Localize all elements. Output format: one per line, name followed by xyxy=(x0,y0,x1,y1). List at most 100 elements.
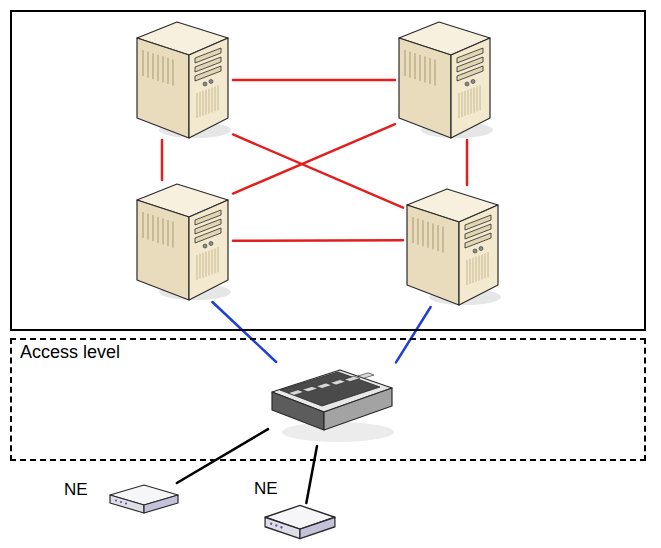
front-grill xyxy=(218,247,219,272)
device-led xyxy=(270,522,272,525)
switch-port xyxy=(344,376,360,381)
device-label: NE xyxy=(64,480,88,500)
connector-line xyxy=(161,140,164,180)
drive-bay xyxy=(457,66,483,81)
front-grill xyxy=(479,256,480,281)
server-vent xyxy=(425,56,426,82)
server-vent xyxy=(153,53,154,79)
front-grill xyxy=(470,259,471,284)
front-grill xyxy=(203,253,204,278)
server-vent xyxy=(163,56,164,82)
server-vent xyxy=(443,227,444,253)
front-grill xyxy=(459,93,460,118)
switch-port xyxy=(316,383,332,388)
server-side xyxy=(137,38,189,138)
power-button xyxy=(479,247,483,251)
server-vent xyxy=(418,219,419,245)
server-front xyxy=(189,38,228,138)
switch-panel xyxy=(280,372,380,406)
power-button xyxy=(203,82,207,86)
server-vent xyxy=(438,225,439,251)
device-side xyxy=(300,517,335,538)
connector-line xyxy=(396,307,431,362)
connector-line xyxy=(306,446,317,503)
front-grill xyxy=(474,88,475,113)
front-grill xyxy=(212,88,213,113)
server-art xyxy=(133,18,233,140)
server-vent xyxy=(148,214,149,240)
region-label: Access level xyxy=(20,342,120,363)
server-icon xyxy=(403,185,503,307)
server-vent xyxy=(158,217,159,243)
front-grill xyxy=(467,260,468,285)
server-side xyxy=(137,200,189,300)
connector-line xyxy=(177,429,268,483)
server-vent xyxy=(148,52,149,78)
server-vent xyxy=(163,218,164,244)
front-grill xyxy=(206,90,207,115)
front-grill xyxy=(203,91,204,116)
switch-icon xyxy=(268,362,396,446)
front-grill xyxy=(476,257,477,282)
server-art xyxy=(133,180,233,302)
front-grill xyxy=(477,86,478,111)
drive-bay xyxy=(465,233,491,248)
connector-line xyxy=(233,239,403,242)
server-vent xyxy=(173,60,174,86)
server-vent xyxy=(143,50,144,76)
front-grill xyxy=(468,90,469,115)
power-button xyxy=(473,249,477,253)
power-button xyxy=(471,80,475,84)
switch-port xyxy=(288,390,304,395)
device-led xyxy=(275,524,277,527)
server-vent xyxy=(158,55,159,81)
front-grill xyxy=(471,89,472,114)
server-icon xyxy=(133,180,233,302)
connector-line xyxy=(233,134,403,207)
drive-bay xyxy=(195,228,221,243)
server-vent xyxy=(433,223,434,249)
switch-port xyxy=(358,373,374,378)
server-vent xyxy=(420,55,421,81)
connector-line xyxy=(212,302,276,362)
server-vent xyxy=(428,222,429,248)
power-button xyxy=(203,244,207,248)
power-button xyxy=(465,82,469,86)
access-region: Access level xyxy=(10,338,646,461)
device-label: NE xyxy=(254,479,278,499)
device-led xyxy=(120,501,122,503)
front-grill xyxy=(480,85,481,110)
front-grill xyxy=(197,255,198,280)
front-grill xyxy=(206,252,207,277)
server-vent xyxy=(153,215,154,241)
device-front xyxy=(110,495,144,513)
front-grill xyxy=(462,92,463,117)
ne-art xyxy=(108,483,180,515)
front-grill xyxy=(215,248,216,273)
server-front xyxy=(189,200,228,300)
connector-line xyxy=(233,79,395,82)
server-vent xyxy=(143,212,144,238)
server-vent xyxy=(435,60,436,86)
server-art xyxy=(403,185,503,307)
server-vent xyxy=(413,217,414,243)
server-vent xyxy=(415,53,416,79)
core-region xyxy=(10,10,646,331)
front-grill xyxy=(465,91,466,116)
server-vent xyxy=(173,222,174,248)
server-side xyxy=(399,38,451,138)
server-vent xyxy=(410,52,411,78)
server-vent xyxy=(405,50,406,76)
connector-line xyxy=(466,140,469,185)
power-button xyxy=(209,80,213,84)
front-grill xyxy=(482,255,483,280)
device-led xyxy=(125,502,127,504)
front-grill xyxy=(209,89,210,114)
switch-port xyxy=(330,380,346,385)
connector-line xyxy=(233,124,395,193)
front-grill xyxy=(473,258,474,283)
server-front xyxy=(459,205,498,305)
power-button xyxy=(209,242,213,246)
